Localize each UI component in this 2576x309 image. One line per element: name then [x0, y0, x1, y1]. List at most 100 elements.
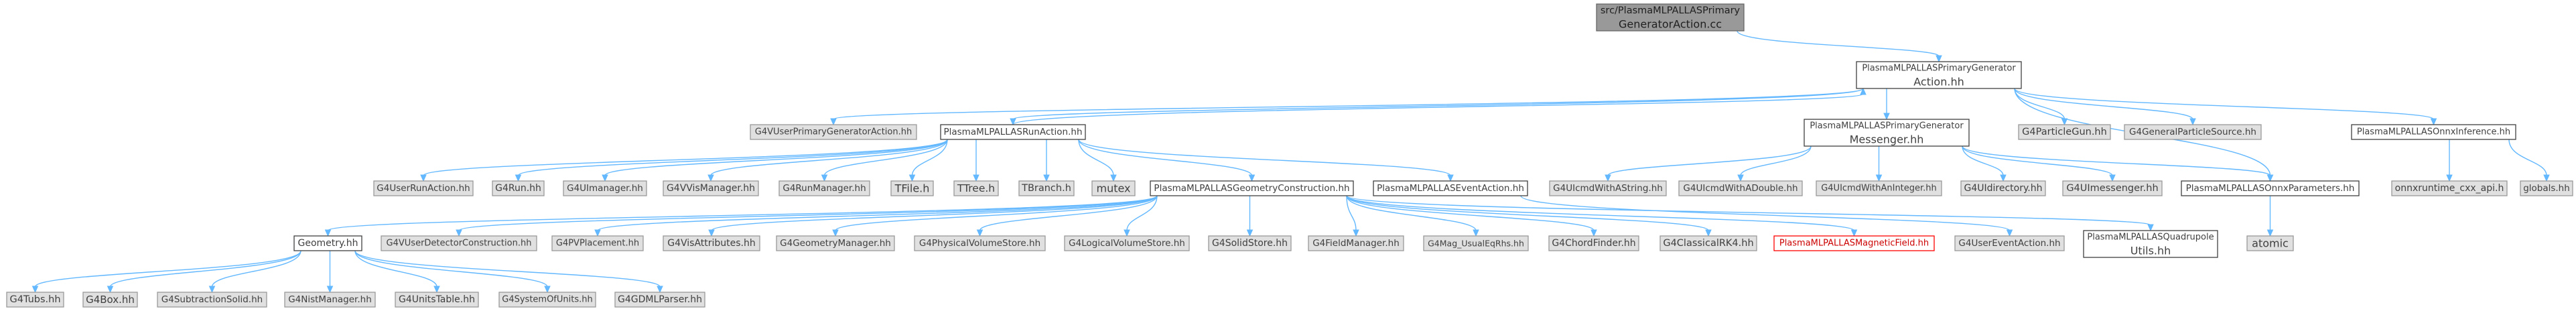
node-box — [1208, 235, 1292, 251]
node-box — [1659, 235, 1757, 251]
node-magusual[interactable]: G4Mag_UsualEqRhs.hh — [1423, 235, 1529, 251]
node-ortcxx[interactable]: onnxruntime_cxx_api.h — [2391, 180, 2508, 196]
node-label: G4VisAttributes.hh — [667, 238, 756, 249]
edge-geoc-to-solstore — [1246, 196, 1253, 237]
node-mutex[interactable]: mutex — [1091, 180, 1136, 196]
edge-geoc-to-pvpl — [594, 195, 1158, 237]
node-runman[interactable]: G4RunManager.hh — [778, 180, 870, 196]
node-box — [663, 180, 759, 196]
node-ueact[interactable]: G4UserEventAction.hh — [1954, 235, 2065, 251]
node-pvpl[interactable]: G4PVPlacement.hh — [551, 235, 644, 251]
node-label: TFile.h — [894, 182, 930, 195]
node-label: G4SystemOfUnits.hh — [502, 295, 592, 305]
node-chord[interactable]: G4ChordFinder.hh — [1548, 235, 1639, 251]
node-geometry[interactable]: Geometry.hh — [293, 235, 362, 251]
edge-runh-to-evact — [1078, 139, 1454, 182]
node-tbranch[interactable]: TBranch.h — [1018, 180, 1075, 196]
node-label: G4Mag_UsualEqRhs.hh — [1428, 239, 1524, 249]
node-label: src/PlasmaMLPALLASPrimary — [1601, 5, 1741, 16]
node-tubs[interactable]: G4Tubs.hh — [6, 292, 64, 308]
node-box[interactable]: G4Box.hh — [82, 292, 138, 308]
node-cmdint[interactable]: G4UIcmdWithAnInteger.hh — [1816, 180, 1942, 196]
node-label: G4ChordFinder.hh — [1552, 238, 1635, 249]
edge-runh-to-tbranch — [1043, 139, 1050, 182]
node-onnxinf[interactable]: PlasmaMLPALLASOnnxInference.hh — [2351, 124, 2516, 140]
node-atomic[interactable]: atomic — [2246, 235, 2294, 251]
node-uiman[interactable]: G4UImanager.hh — [563, 180, 647, 196]
node-onnxpar[interactable]: PlasmaMLPALLASOnnxParameters.hh — [2181, 180, 2360, 196]
node-runh[interactable]: PlasmaMLPALLASRunAction.hh — [940, 124, 1086, 140]
node-lvstore[interactable]: G4LogicalVolumeStore.hh — [1064, 235, 1190, 251]
node-label: G4ParticleGun.hh — [2022, 127, 2107, 137]
edge-geometry-to-box — [107, 250, 301, 294]
node-gps[interactable]: G4GeneralParticleSource.hh — [2124, 124, 2262, 140]
node-label: PlasmaMLPALLASGeometryConstruction.hh — [1154, 183, 1349, 194]
node-nist[interactable]: G4NistManager.hh — [284, 292, 376, 308]
node-box — [614, 292, 705, 308]
node-gdml[interactable]: G4GDMLParser.hh — [614, 292, 705, 308]
node-label: G4PhysicalVolumeStore.hh — [919, 238, 1040, 249]
node-geoman[interactable]: G4GeometryManager.hh — [776, 235, 895, 251]
node-label: G4UIcmdWithAString.hh — [1553, 183, 1663, 194]
node-uimsg[interactable]: G4UImessenger.hh — [2062, 180, 2163, 196]
node-label: mutex — [1096, 182, 1130, 195]
node-box — [890, 180, 934, 196]
node-magfield[interactable]: PlasmaMLPALLASMagneticField.hh — [1773, 235, 1935, 251]
node-uidir[interactable]: G4UIdirectory.hh — [1960, 180, 2046, 196]
node-box — [2520, 180, 2573, 196]
node-box — [2018, 124, 2111, 140]
node-label: TTree.h — [957, 182, 995, 194]
edge-pgh-to-g4vupg — [830, 88, 1864, 126]
node-box — [914, 235, 1046, 251]
node-label: PlasmaMLPALLASOnnxParameters.hh — [2186, 183, 2355, 194]
node-solstore[interactable]: G4SolidStore.hh — [1208, 235, 1292, 251]
node-tfile[interactable]: TFile.h — [890, 180, 934, 196]
edge-msgh-to-cmdstr — [1605, 145, 1812, 182]
node-layer: src/PlasmaMLPALLASPrimaryGeneratorAction… — [6, 3, 2573, 308]
node-label: G4GeneralParticleSource.hh — [2129, 127, 2256, 137]
node-sysunits[interactable]: G4SystemOfUnits.hh — [498, 292, 596, 308]
node-label: G4Box.hh — [86, 294, 135, 306]
node-label: G4UnitsTable.hh — [399, 294, 475, 305]
node-evact[interactable]: PlasmaMLPALLASEventAction.hh — [1373, 180, 1528, 196]
node-label: G4SolidStore.hh — [1212, 238, 1288, 249]
node-label: G4ClassicalRK4.hh — [1663, 238, 1753, 249]
node-box — [778, 180, 870, 196]
node-g4run[interactable]: G4Run.hh — [492, 180, 545, 196]
node-fieldman[interactable]: G4FieldManager.hh — [1308, 235, 1404, 251]
node-box — [940, 124, 1086, 140]
node-box — [551, 235, 644, 251]
node-label: G4UIcmdWithADouble.hh — [1683, 183, 1798, 194]
edge-layer — [31, 30, 2550, 294]
node-pvstore[interactable]: G4PhysicalVolumeStore.hh — [914, 235, 1046, 251]
node-box — [1548, 235, 1639, 251]
node-vudc[interactable]: G4VUserDetectorConstruction.hh — [381, 235, 537, 251]
node-vvis[interactable]: G4VVisManager.hh — [663, 180, 759, 196]
node-box — [6, 292, 64, 308]
node-box — [1091, 180, 1136, 196]
node-g4vupg[interactable]: G4VUserPrimaryGeneratorAction.hh — [750, 124, 917, 140]
node-ttree[interactable]: TTree.h — [953, 180, 999, 196]
node-unitstab[interactable]: G4UnitsTable.hh — [395, 292, 479, 308]
node-label: TBranch.h — [1021, 183, 1071, 194]
node-label: G4Tubs.hh — [9, 294, 60, 305]
node-globals[interactable]: globals.hh — [2520, 180, 2573, 196]
node-cmddbl[interactable]: G4UIcmdWithADouble.hh — [1678, 180, 1803, 196]
node-box — [1018, 180, 1075, 196]
node-subsol[interactable]: G4SubtractionSolid.hh — [157, 292, 267, 308]
node-label: atomic — [2252, 237, 2289, 250]
node-cmdstr[interactable]: G4UIcmdWithAString.hh — [1549, 180, 1667, 196]
node-box — [563, 180, 647, 196]
node-msgh[interactable]: PlasmaMLPALLASPrimaryGeneratorMessenger.… — [1804, 119, 1970, 147]
node-pgun[interactable]: G4ParticleGun.hh — [2018, 124, 2111, 140]
node-visatt[interactable]: G4VisAttributes.hh — [663, 235, 760, 251]
node-geoc[interactable]: PlasmaMLPALLASGeometryConstruction.hh — [1150, 180, 1354, 196]
node-label: G4UImanager.hh — [567, 183, 643, 194]
node-crk4[interactable]: G4ClassicalRK4.hh — [1659, 235, 1757, 251]
node-uraction[interactable]: G4UserRunAction.hh — [373, 180, 474, 196]
edge-runh-to-ttree — [973, 139, 979, 182]
node-root[interactable]: src/PlasmaMLPALLASPrimaryGeneratorAction… — [1596, 3, 1745, 32]
node-box — [1308, 235, 1404, 251]
